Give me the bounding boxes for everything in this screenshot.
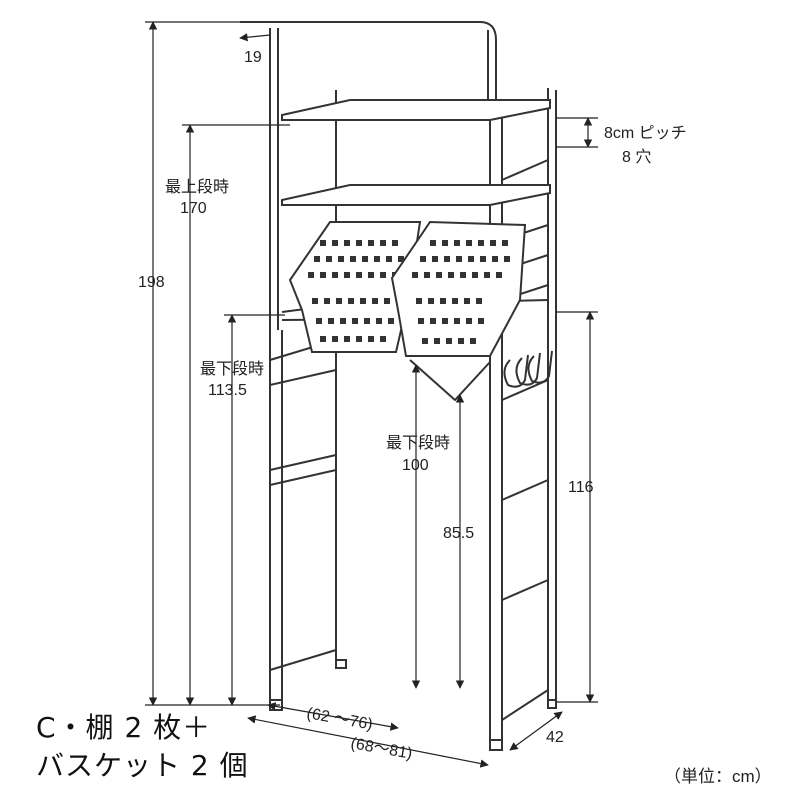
dimension-labels: 19 198 最上段時 170 最下段時 113.5 最下段時 100 85.5… [138,49,687,763]
dim-pitch-line1: 8cm ピッチ [604,125,687,142]
left-back-leg [335,90,346,661]
dim-inner-width: (62 ～76) [305,705,374,733]
laundry-baskets [288,220,527,402]
dim-line-outer-width [247,715,489,768]
dim-100: 100 [402,457,429,474]
dim-113-5-label: 最下段時 [200,360,264,378]
dim-19: 19 [244,49,262,66]
basket-support [409,359,491,402]
dim-198: 198 [138,274,165,291]
dim-170-label: 最上段時 [165,178,229,196]
dimension-lines [145,21,598,768]
top-shelf [281,99,551,121]
foot-back-right [547,699,557,709]
dim-line-depth [509,711,563,751]
dim-pitch-line2: 8 穴 [622,148,651,166]
basket-left [288,221,422,353]
dim-85-5: 85.5 [443,525,474,542]
foot-front-right [489,739,503,751]
second-shelf [281,184,551,206]
right-back-leg [547,88,557,701]
caption-line-1: C・棚 2 枚＋ [36,711,212,744]
side-hooks [503,350,553,388]
unit-note: （単位：cm） [664,767,772,786]
dim-outer-width: (68～81) [349,735,413,763]
dim-116: 116 [568,479,594,496]
dim-113-5: 113.5 [208,382,247,399]
foot-back-left [335,659,347,669]
dim-100-label: 最下段時 [386,434,450,452]
top-hanging-bar [240,21,497,110]
dim-170: 170 [180,200,207,217]
basket-right [390,220,527,357]
dim-depth: 42 [546,729,564,746]
dim-line-19 [239,33,271,42]
caption-line-2: バスケット 2 個 [36,749,249,782]
left-side-rungs [269,339,337,671]
